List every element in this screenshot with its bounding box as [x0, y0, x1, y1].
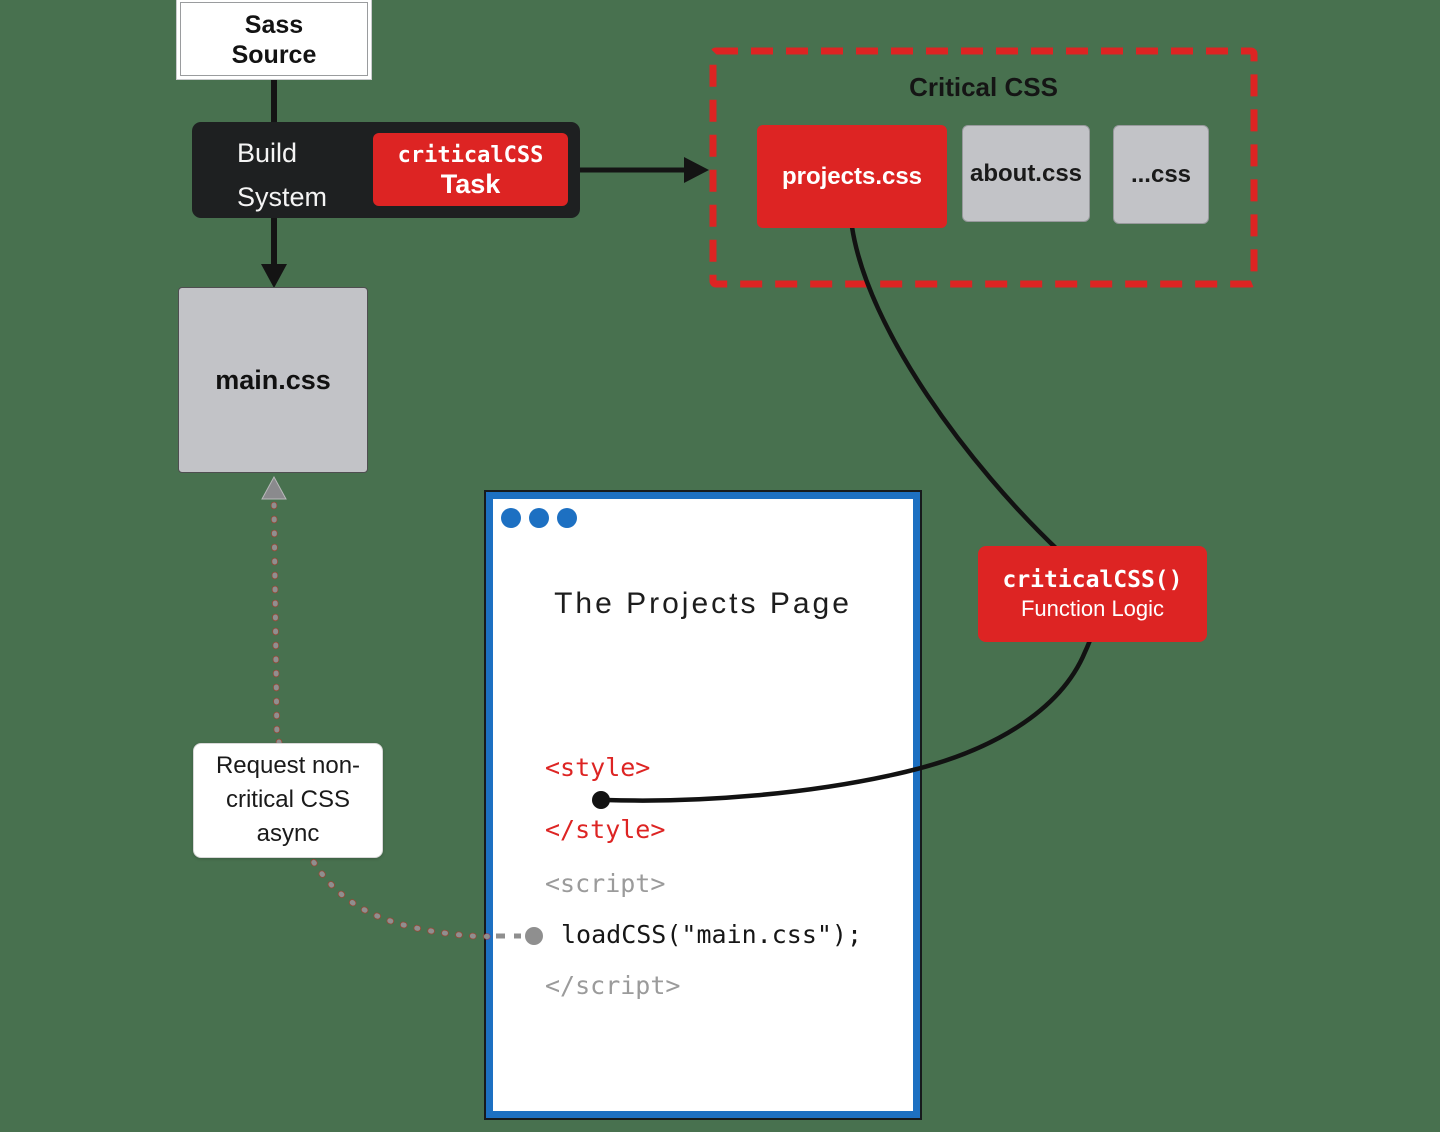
request-async-line1: Request non-	[215, 752, 361, 779]
function-logic-label-line2: Function Logic	[1020, 595, 1165, 621]
request-async-line3: async	[256, 820, 320, 847]
build-system-label: Build System	[237, 138, 328, 212]
window-dot-icon	[529, 508, 549, 528]
file-box-about-css: about.css	[962, 125, 1090, 222]
function-logic-box: criticalCSS() Function Logic	[978, 546, 1207, 642]
build-system-box: Build System criticalCSS Task	[192, 122, 580, 218]
window-dot-icon	[501, 508, 521, 528]
page-title: The Projects Page	[554, 587, 852, 620]
main-css-box: main.css	[178, 287, 368, 473]
window-dot-icon	[557, 508, 577, 528]
sass-source-label-line1: Sass	[244, 11, 304, 39]
critical-css-panel-title: Critical CSS	[909, 72, 1058, 102]
code-line-style-open: <style>	[545, 753, 651, 782]
file-box-other-css: ...css	[1113, 125, 1209, 224]
sass-source-label-line2: Source	[231, 41, 317, 69]
task-button-label-line1: criticalCSS	[397, 143, 544, 168]
arrow-up-gray-icon	[261, 475, 287, 500]
dotted-path-red-halo	[270, 501, 281, 746]
request-async-box: Request non- critical CSS async	[193, 743, 383, 858]
request-async-line2: critical CSS	[225, 786, 351, 813]
code-line-script-open: <script>	[545, 869, 666, 898]
sass-source-box: Sass Source	[180, 2, 368, 76]
file-box-projects-css: projects.css	[757, 125, 947, 228]
browser-window: The Projects Page <style> </style> <scri…	[486, 492, 920, 1118]
browser-window-controls	[501, 508, 577, 528]
code-line-style-close: </style>	[545, 815, 666, 844]
arrow-down-icon	[261, 264, 287, 288]
task-button-label-line2: Task	[440, 169, 501, 199]
dotted-path-request-to-maincss	[271, 502, 280, 745]
critical-css-task-button: criticalCSS Task	[373, 133, 568, 206]
function-logic-label-line1: criticalCSS()	[1002, 566, 1183, 593]
arrow-right-icon	[684, 157, 709, 183]
code-line-loadcss: loadCSS("main.css");	[561, 920, 863, 949]
code-line-script-close: </script>	[545, 971, 681, 1000]
